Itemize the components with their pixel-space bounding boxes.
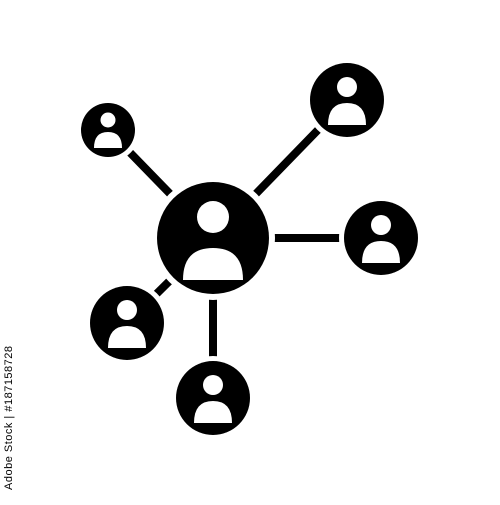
user-head: [197, 201, 229, 233]
center-user-node: [157, 182, 269, 294]
user-body: [183, 248, 243, 280]
top-right-user-node: [310, 63, 384, 137]
right-user-node: [344, 201, 418, 275]
bottom-left-user-node: [90, 286, 164, 360]
top-left-user-node: [81, 103, 135, 157]
bottom-user-node: [176, 361, 250, 435]
stock-image-id: Adobe Stock | #187158728: [3, 345, 15, 490]
